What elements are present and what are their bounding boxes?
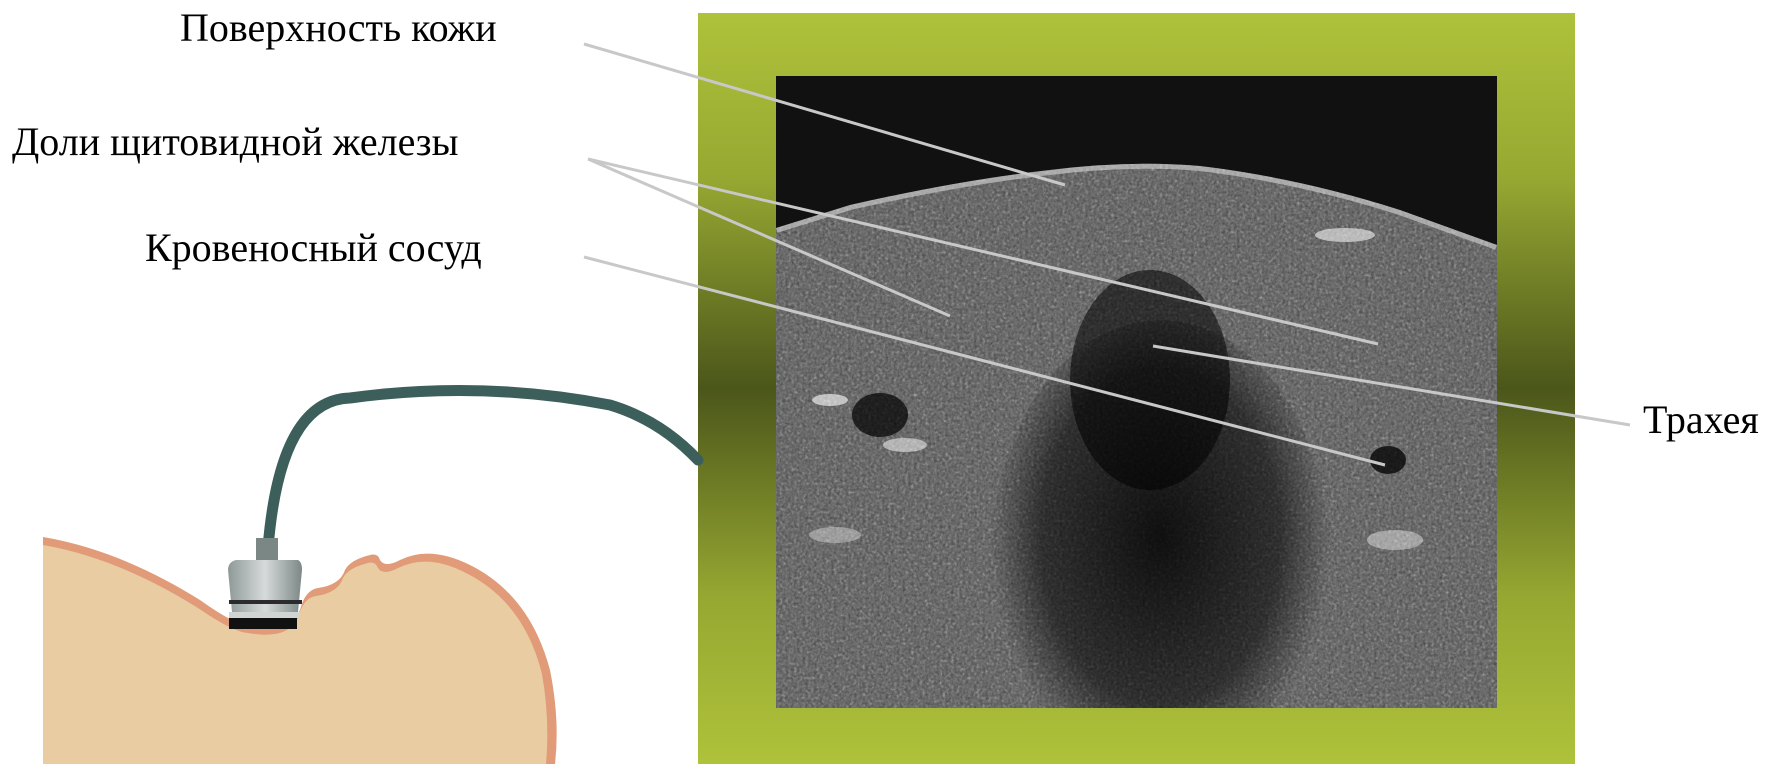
ultrasound-image bbox=[776, 76, 1497, 764]
ultrasound-probe-icon bbox=[228, 538, 302, 629]
label-trachea: Трахея bbox=[1643, 400, 1759, 440]
label-skin-surface: Поверхность кожи bbox=[180, 8, 497, 48]
probe-cable bbox=[268, 390, 698, 548]
label-thyroid-lobes: Доли щитовидной железы bbox=[12, 122, 458, 162]
label-blood-vessel: Кровеносный сосуд bbox=[145, 228, 482, 268]
